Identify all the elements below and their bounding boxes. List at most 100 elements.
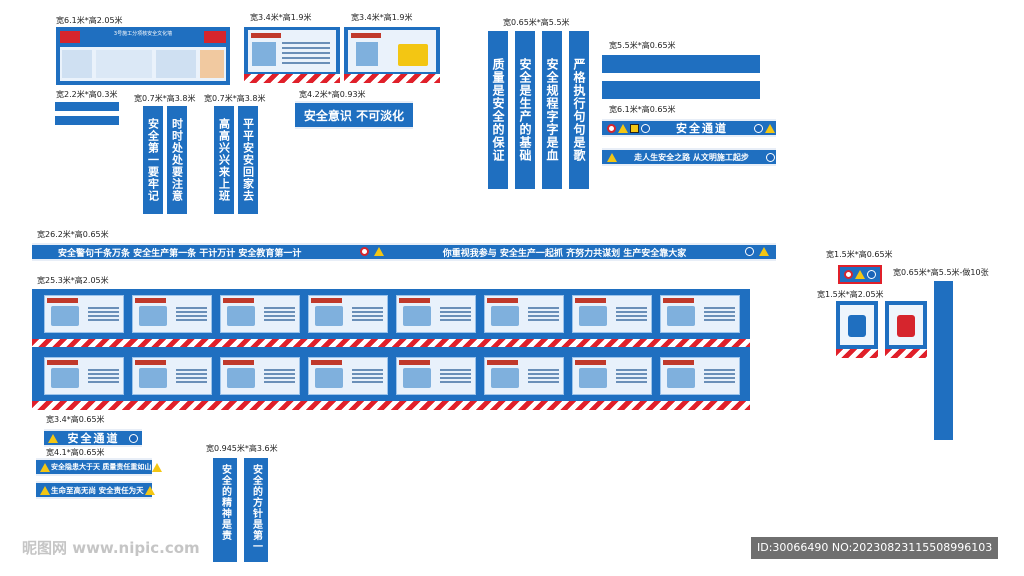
prohibition-icon bbox=[607, 123, 616, 133]
warning-icon bbox=[144, 485, 155, 495]
mandatory-icon bbox=[867, 270, 876, 279]
board-logo-left bbox=[60, 31, 80, 43]
poster-card bbox=[572, 295, 652, 333]
vertical-panel-safety-first: 安全第一要牢记 bbox=[143, 106, 163, 214]
warning-icon bbox=[48, 433, 58, 443]
size-label-board-a: 宽3.4米*高1.9米 bbox=[250, 13, 312, 22]
vertical-panel-strict: 严格执行句句是歌 bbox=[569, 31, 589, 189]
warning-icon bbox=[618, 123, 628, 133]
blue-wide-strip-1 bbox=[602, 55, 760, 73]
vertical-panel-foundation: 安全是生产的基础 bbox=[515, 31, 535, 189]
size-label-strip: 宽2.2米*高0.3米 bbox=[56, 90, 118, 99]
banner-life-first: 生命至高无尚 安全责任为天 bbox=[36, 481, 155, 499]
size-label-big-board: 宽25.3米*高2.05米 bbox=[37, 276, 109, 285]
size-label-mid-banners: 宽4.1*高0.65米 bbox=[46, 448, 105, 457]
image-id-bar: ID:30066490 NO:20230823115508996103 bbox=[751, 537, 999, 559]
poster-card bbox=[132, 295, 212, 333]
big-culture-wall bbox=[32, 289, 750, 410]
vertical-panel-quality: 质量是安全的保证 bbox=[488, 31, 508, 189]
poster-card bbox=[572, 357, 652, 395]
mandatory-icon bbox=[766, 152, 775, 162]
poster-card bbox=[660, 357, 740, 395]
banner-safety-awareness: 安全意识 不可淡化 bbox=[295, 101, 413, 129]
size-label-tall-strip: 宽0.65米*高5.5米-做10张 bbox=[893, 268, 989, 277]
board-content-area bbox=[60, 47, 226, 81]
poster-card bbox=[484, 295, 564, 333]
poster-card bbox=[308, 357, 388, 395]
long-banner-icons bbox=[359, 247, 385, 257]
mandatory-icon bbox=[744, 247, 754, 256]
poster-card bbox=[44, 357, 124, 395]
size-label-awareness: 宽4.2米*高0.93米 bbox=[299, 90, 366, 99]
main-notice-board: 3号施工分项核安全文化墙 bbox=[56, 27, 230, 85]
sign-board-1 bbox=[836, 301, 878, 358]
vertical-panel-rules: 安全规程字字是血 bbox=[542, 31, 562, 189]
vertical-panel-policy: 安全的方针是第一 bbox=[244, 458, 268, 562]
mandatory-icon bbox=[641, 123, 650, 133]
banner-walk-road-text: 走人生安全之路 从文明施工起步 bbox=[634, 152, 749, 162]
tall-blue-strip bbox=[934, 281, 953, 440]
hazard-stripe-1 bbox=[32, 339, 750, 347]
size-label-board-main: 宽6.1米*高2.05米 bbox=[56, 16, 123, 25]
poster-card bbox=[396, 357, 476, 395]
size-label-sign-board: 宽1.5米*高2.05米 bbox=[817, 290, 884, 299]
mandatory-icon bbox=[754, 123, 763, 133]
hazard-stripe-2 bbox=[32, 401, 750, 410]
warning-icon bbox=[765, 123, 775, 133]
poster-card bbox=[660, 295, 740, 333]
banner-passage-text: 安全通道 bbox=[676, 122, 728, 135]
size-label-vpanel-2: 宽0.7米*高3.8米 bbox=[204, 94, 266, 103]
culture-wall-row-1 bbox=[32, 289, 750, 337]
warning-icon bbox=[40, 485, 50, 495]
size-label-board-b: 宽3.4米*高1.9米 bbox=[351, 13, 413, 22]
small-sign-icons bbox=[838, 265, 882, 284]
mandatory-icon bbox=[129, 433, 138, 443]
culture-wall-row-2 bbox=[32, 351, 750, 399]
size-label-long-banner: 宽26.2米*高0.65米 bbox=[37, 230, 109, 239]
prohibition-icon bbox=[360, 247, 370, 256]
blue-strip-1 bbox=[55, 102, 119, 111]
size-label-vpanel-group: 宽0.65米*高5.5米 bbox=[503, 18, 570, 27]
vertical-panel-happy-work: 高高兴兴来上班 bbox=[214, 106, 234, 214]
notice-board-a bbox=[244, 27, 340, 83]
notice-board-b bbox=[344, 27, 440, 83]
size-label-vpanel-1: 宽0.7米*高3.8米 bbox=[134, 94, 196, 103]
poster-card bbox=[132, 357, 212, 395]
vertical-panel-attention: 时时处处要注意 bbox=[167, 106, 187, 214]
poster-card bbox=[396, 295, 476, 333]
banner-small-passage: 安全通道 bbox=[44, 429, 142, 447]
banner-hidden-danger: 安全隐患大于天 质量责任重如山 bbox=[36, 458, 163, 476]
banner-safety-passage: 安全通道 bbox=[602, 119, 776, 137]
banner-life-first-text: 生命至高无尚 安全责任为天 bbox=[51, 485, 144, 495]
banner-long-slogan: 安全警句千条万条 安全生产第一条 干计万计 安全教育第一计 你重视我参与 安全生… bbox=[32, 243, 776, 261]
vertical-panel-safe-home: 平平安安回家去 bbox=[238, 106, 258, 214]
poster-card bbox=[220, 357, 300, 395]
poster-card bbox=[308, 295, 388, 333]
long-banner-right-text: 你重视我参与 安全生产一起抓 齐努力共谋划 生产安全靠大家 bbox=[442, 248, 687, 259]
warning-icon bbox=[855, 270, 865, 279]
size-label-bottom-vpanel: 宽0.945米*高3.6米 bbox=[206, 444, 278, 453]
long-banner-end-icons bbox=[744, 247, 770, 257]
warning-icon bbox=[374, 247, 385, 256]
banner-small-passage-text: 安全通道 bbox=[67, 432, 120, 445]
size-label-passage: 宽6.1米*高0.65米 bbox=[609, 105, 676, 114]
sign-board-2 bbox=[885, 301, 927, 358]
warning-icon bbox=[607, 152, 617, 162]
warning-icon bbox=[40, 462, 50, 472]
prohibition-icon bbox=[844, 270, 853, 279]
board-logo-right bbox=[204, 31, 226, 43]
blue-wide-strip-2 bbox=[602, 81, 760, 99]
size-label-small-sign: 宽1.5米*高0.65米 bbox=[826, 250, 893, 259]
vertical-panel-spirit: 安全的精神是责 bbox=[213, 458, 237, 562]
warning-icon bbox=[758, 247, 769, 256]
poster-card bbox=[484, 357, 564, 395]
blue-strip-2 bbox=[55, 116, 119, 125]
size-label-wide-strip: 宽5.5米*高0.65米 bbox=[609, 41, 676, 50]
caution-icon bbox=[630, 123, 639, 133]
board-title: 3号施工分项核安全文化墙 bbox=[113, 31, 173, 37]
warning-icon bbox=[152, 462, 163, 472]
banner-walk-road: 走人生安全之路 从文明施工起步 bbox=[602, 148, 776, 166]
banner-hidden-danger-text: 安全隐患大于天 质量责任重如山 bbox=[51, 463, 152, 471]
size-label-small-passage: 宽3.4*高0.65米 bbox=[46, 415, 105, 424]
poster-card bbox=[44, 295, 124, 333]
